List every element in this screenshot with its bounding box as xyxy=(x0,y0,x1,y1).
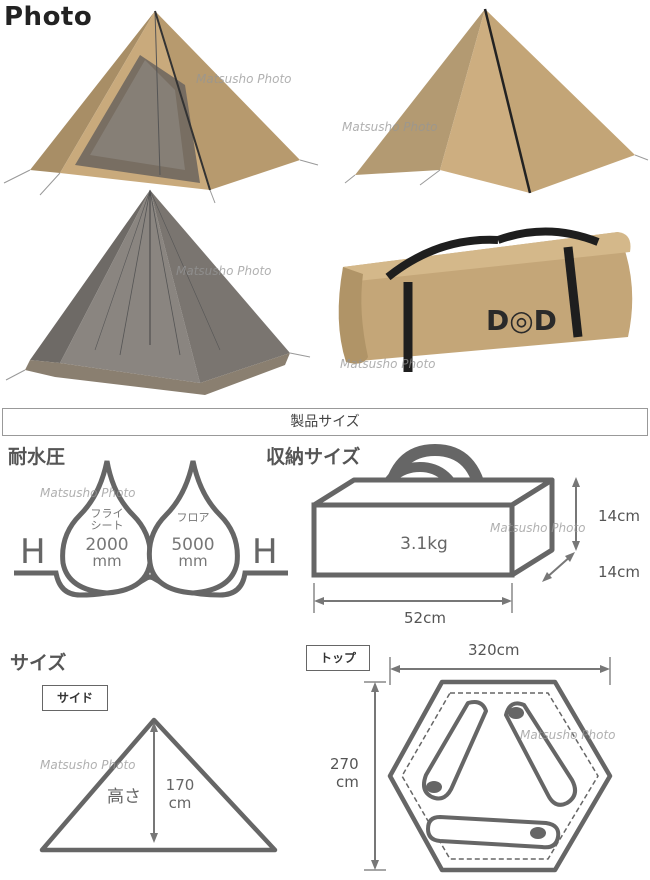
height-word: 高さ xyxy=(107,787,141,807)
fly-label-2: シート xyxy=(91,519,124,532)
storage-bag-diagram: 3.1kg xyxy=(311,443,580,613)
water-pressure-diagram: H H フライ シート 2000 mm フロア 5000 mm xyxy=(14,460,288,598)
photo-mesh-inner xyxy=(5,189,311,395)
section-product-size: 製品サイズ xyxy=(2,408,648,436)
page-title: Photo xyxy=(4,2,93,32)
watermark: Matsusho Photo xyxy=(40,486,136,500)
watermark: Matsusho Photo xyxy=(342,120,438,134)
top-depth-unit: cm xyxy=(336,773,359,791)
top-view-label: トップ xyxy=(306,645,370,671)
photo-tent-open xyxy=(3,10,319,204)
side-view-diagram: 高さ 170 cm xyxy=(39,717,278,853)
floor-value: 5000 xyxy=(171,535,214,555)
storage-depth-label: 14cm xyxy=(598,563,640,581)
storage-width-label: 52cm xyxy=(404,609,446,627)
photo-tent-closed xyxy=(344,8,649,194)
height-unit: cm xyxy=(169,794,192,812)
floor-label: フロア xyxy=(177,511,210,524)
storage-height-label: 14cm xyxy=(598,507,640,525)
storage-weight: 3.1kg xyxy=(400,534,448,554)
watermark: Matsusho Photo xyxy=(196,72,292,86)
fly-label-1: フライ xyxy=(91,507,124,520)
storage-size-heading: 収納サイズ xyxy=(266,446,361,468)
watermark: Matsusho Photo xyxy=(520,728,616,742)
fly-value: 2000 xyxy=(85,535,128,555)
top-view-diagram xyxy=(364,657,613,873)
side-view-label: サイド xyxy=(42,685,108,711)
h-right: H xyxy=(252,532,278,572)
h-left: H xyxy=(20,532,46,572)
watermark: Matsusho Photo xyxy=(340,357,436,371)
watermark: Matsusho Photo xyxy=(490,521,586,535)
floor-unit: mm xyxy=(178,552,207,570)
watermark: Matsusho Photo xyxy=(176,264,272,278)
watermark: Matsusho Photo xyxy=(40,758,136,772)
top-depth-value: 270 xyxy=(330,755,359,773)
fly-unit: mm xyxy=(92,552,121,570)
top-width-label: 320cm xyxy=(468,641,520,659)
photo-storage-bag: D◎D xyxy=(338,227,633,372)
water-pressure-heading: 耐水圧 xyxy=(8,446,66,468)
height-value: 170 xyxy=(166,776,195,794)
size-heading: サイズ xyxy=(10,652,67,674)
bag-brand-logo: D◎D xyxy=(486,304,557,337)
